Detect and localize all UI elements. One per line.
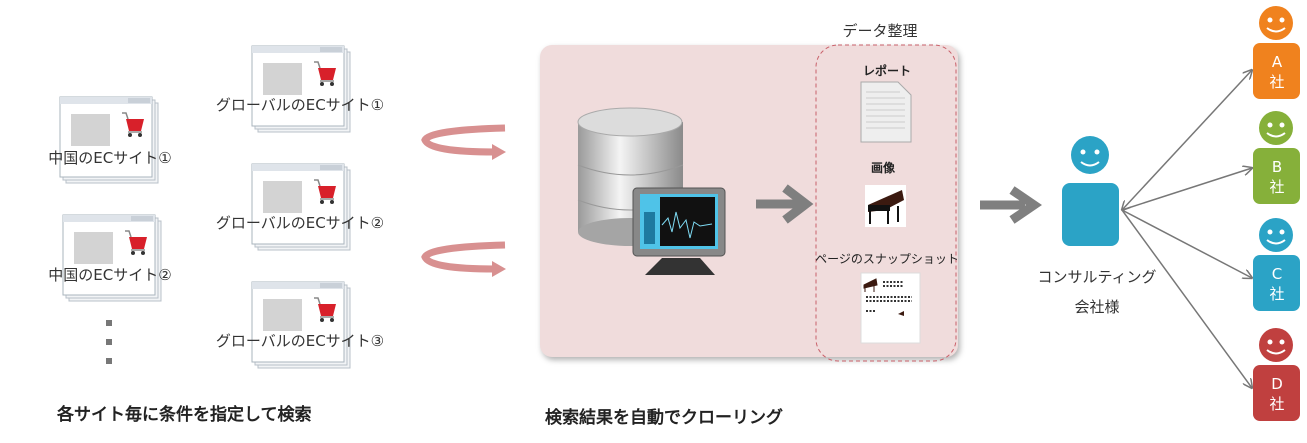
site-label: 中国のECサイト② xyxy=(48,266,171,284)
image-label: 画像 xyxy=(871,160,896,175)
arrow-right-icon xyxy=(980,186,1042,224)
consultant-label-line2: 会社様 xyxy=(1074,298,1119,316)
ellipsis-dots xyxy=(106,320,112,364)
consultant-person-icon xyxy=(1062,136,1119,246)
client-suffix: 社 xyxy=(1269,178,1284,196)
person-head-icon xyxy=(1259,111,1293,145)
person-head-icon xyxy=(1259,218,1293,252)
data-organization-box xyxy=(815,44,957,362)
client-suffix: 社 xyxy=(1269,395,1284,413)
site-window-global-2 xyxy=(251,163,351,251)
person-body xyxy=(1253,365,1300,421)
client-person-d: D 社 xyxy=(1253,328,1300,421)
site-window-global-3 xyxy=(251,281,351,369)
report-label: レポート xyxy=(863,63,911,78)
client-person-a: A 社 xyxy=(1253,6,1300,99)
report-document-icon xyxy=(860,81,912,143)
connector-lines xyxy=(1122,70,1252,388)
caption-middle: 検索結果を自動でクローリング xyxy=(545,407,783,428)
person-body xyxy=(1253,255,1300,311)
site-window-global-1 xyxy=(251,45,351,133)
site-label: グローバルのECサイト③ xyxy=(216,332,384,350)
consultant-label-line1: コンサルティング xyxy=(1037,268,1156,286)
caption-left: 各サイト毎に条件を指定して検索 xyxy=(56,404,312,425)
client-letter: D xyxy=(1271,375,1283,393)
data-org-title: データ整理 xyxy=(842,22,917,40)
client-suffix: 社 xyxy=(1269,285,1284,303)
client-person-b: B 社 xyxy=(1253,111,1300,204)
site-label: グローバルのECサイト② xyxy=(216,214,384,232)
piano-image-icon xyxy=(865,185,906,227)
monitor-icon xyxy=(632,187,726,275)
client-letter: C xyxy=(1272,265,1282,283)
client-letter: B xyxy=(1272,158,1282,176)
page-snapshot-icon xyxy=(860,272,921,344)
curved-arrow-icon xyxy=(421,241,506,277)
client-person-c: C 社 xyxy=(1253,218,1300,311)
person-head-icon xyxy=(1259,328,1293,362)
client-suffix: 社 xyxy=(1269,73,1284,91)
person-body xyxy=(1253,148,1300,204)
client-letter: A xyxy=(1272,53,1283,71)
site-window-china-2 xyxy=(62,214,162,302)
person-head-icon xyxy=(1259,6,1293,40)
arrow-right-icon xyxy=(756,184,814,224)
snapshot-label: ページのスナップショット xyxy=(815,252,959,266)
site-label: グローバルのECサイト① xyxy=(216,96,384,114)
site-label: 中国のECサイト① xyxy=(48,149,171,167)
curved-arrow-icon xyxy=(421,124,506,160)
site-window-china-1 xyxy=(59,96,159,184)
person-body xyxy=(1253,43,1300,99)
